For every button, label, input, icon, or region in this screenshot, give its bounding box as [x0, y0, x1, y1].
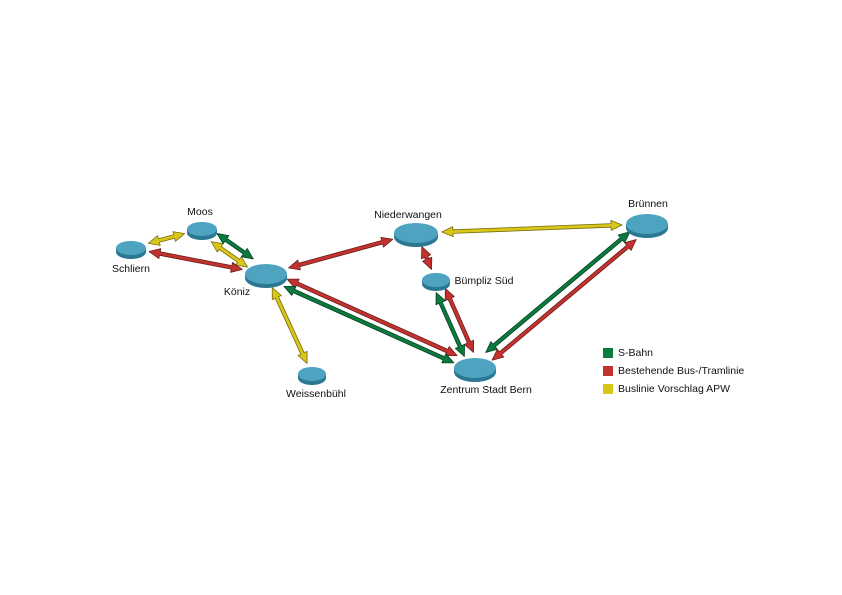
station-moos: [187, 222, 217, 240]
station-top: [116, 241, 146, 255]
station-top: [298, 367, 326, 381]
legend-label-bus-proposal: Buslinie Vorschlag APW: [618, 383, 731, 395]
legend-item-s-bahn: S-Bahn: [603, 344, 744, 362]
legend-swatch-s-bahn: [603, 348, 613, 358]
connection-arrow-moos-koeniz-bus-proposal: [210, 241, 248, 268]
legend-label-bus-tram: Bestehende Bus-/Tramlinie: [618, 365, 745, 377]
station-top: [454, 358, 496, 378]
station-label-niederwangen: Niederwangen: [374, 209, 442, 221]
station-label-buempliz: Bümpliz Süd: [455, 275, 514, 287]
legend-swatch-bus-tram: [603, 366, 613, 376]
station-top: [394, 223, 438, 243]
station-top: [422, 273, 450, 287]
station-top: [187, 222, 217, 236]
station-label-weissenbuehl: Weissenbühl: [286, 388, 346, 400]
legend-item-bus-tram: Bestehende Bus-/Tramlinie: [603, 362, 744, 380]
connection-arrow-niederwangen-bruennen-bus-proposal: [441, 219, 623, 238]
connection-arrow-koeniz-zentrum-s-bahn: [283, 285, 455, 364]
station-label-koeniz: Köniz: [224, 286, 250, 298]
legend-swatch-bus-proposal: [603, 384, 613, 394]
station-label-zentrum: Zentrum Stadt Bern: [440, 384, 532, 396]
station-label-bruennen: Brünnen: [628, 198, 668, 210]
connection-arrow-niederwangen-buempliz-bus-tram: [421, 246, 433, 270]
station-label-moos: Moos: [187, 206, 213, 218]
connection-arrow-koeniz-weissenbuehl-bus-proposal: [271, 287, 308, 364]
legend-label-s-bahn: S-Bahn: [618, 347, 654, 359]
connection-arrow-zentrum-bruennen-bus-tram: [491, 239, 637, 361]
station-top: [245, 264, 287, 284]
station-buempliz: [422, 273, 450, 291]
connection-arrow-buempliz-zentrum-s-bahn: [435, 292, 465, 357]
station-koeniz: [245, 264, 287, 288]
legend-item-bus-proposal: Buslinie Vorschlag APW: [603, 380, 744, 398]
connection-arrow-buempliz-zentrum-bus-tram: [444, 288, 475, 353]
connection-layer: [147, 219, 637, 364]
station-weissenbuehl: [298, 367, 326, 385]
connection-arrow-schliern-koeniz-bus-tram: [148, 248, 243, 273]
connection-arrow-schliern-moos-bus-proposal: [147, 231, 186, 246]
station-top: [626, 214, 668, 234]
legend: S-Bahn Bestehende Bus-/Tramlinie Buslini…: [603, 344, 744, 398]
station-label-schliern: Schliern: [112, 263, 150, 275]
station-schliern: [116, 241, 146, 259]
connection-arrow-moos-koeniz-s-bahn: [216, 232, 254, 260]
connection-arrow-koeniz-niederwangen-bus-tram: [288, 236, 394, 271]
connection-arrow-zentrum-bruennen-s-bahn: [485, 231, 631, 353]
station-bruennen: [626, 214, 668, 238]
station-layer: [116, 214, 668, 385]
station-zentrum: [454, 358, 496, 382]
station-niederwangen: [394, 223, 438, 247]
